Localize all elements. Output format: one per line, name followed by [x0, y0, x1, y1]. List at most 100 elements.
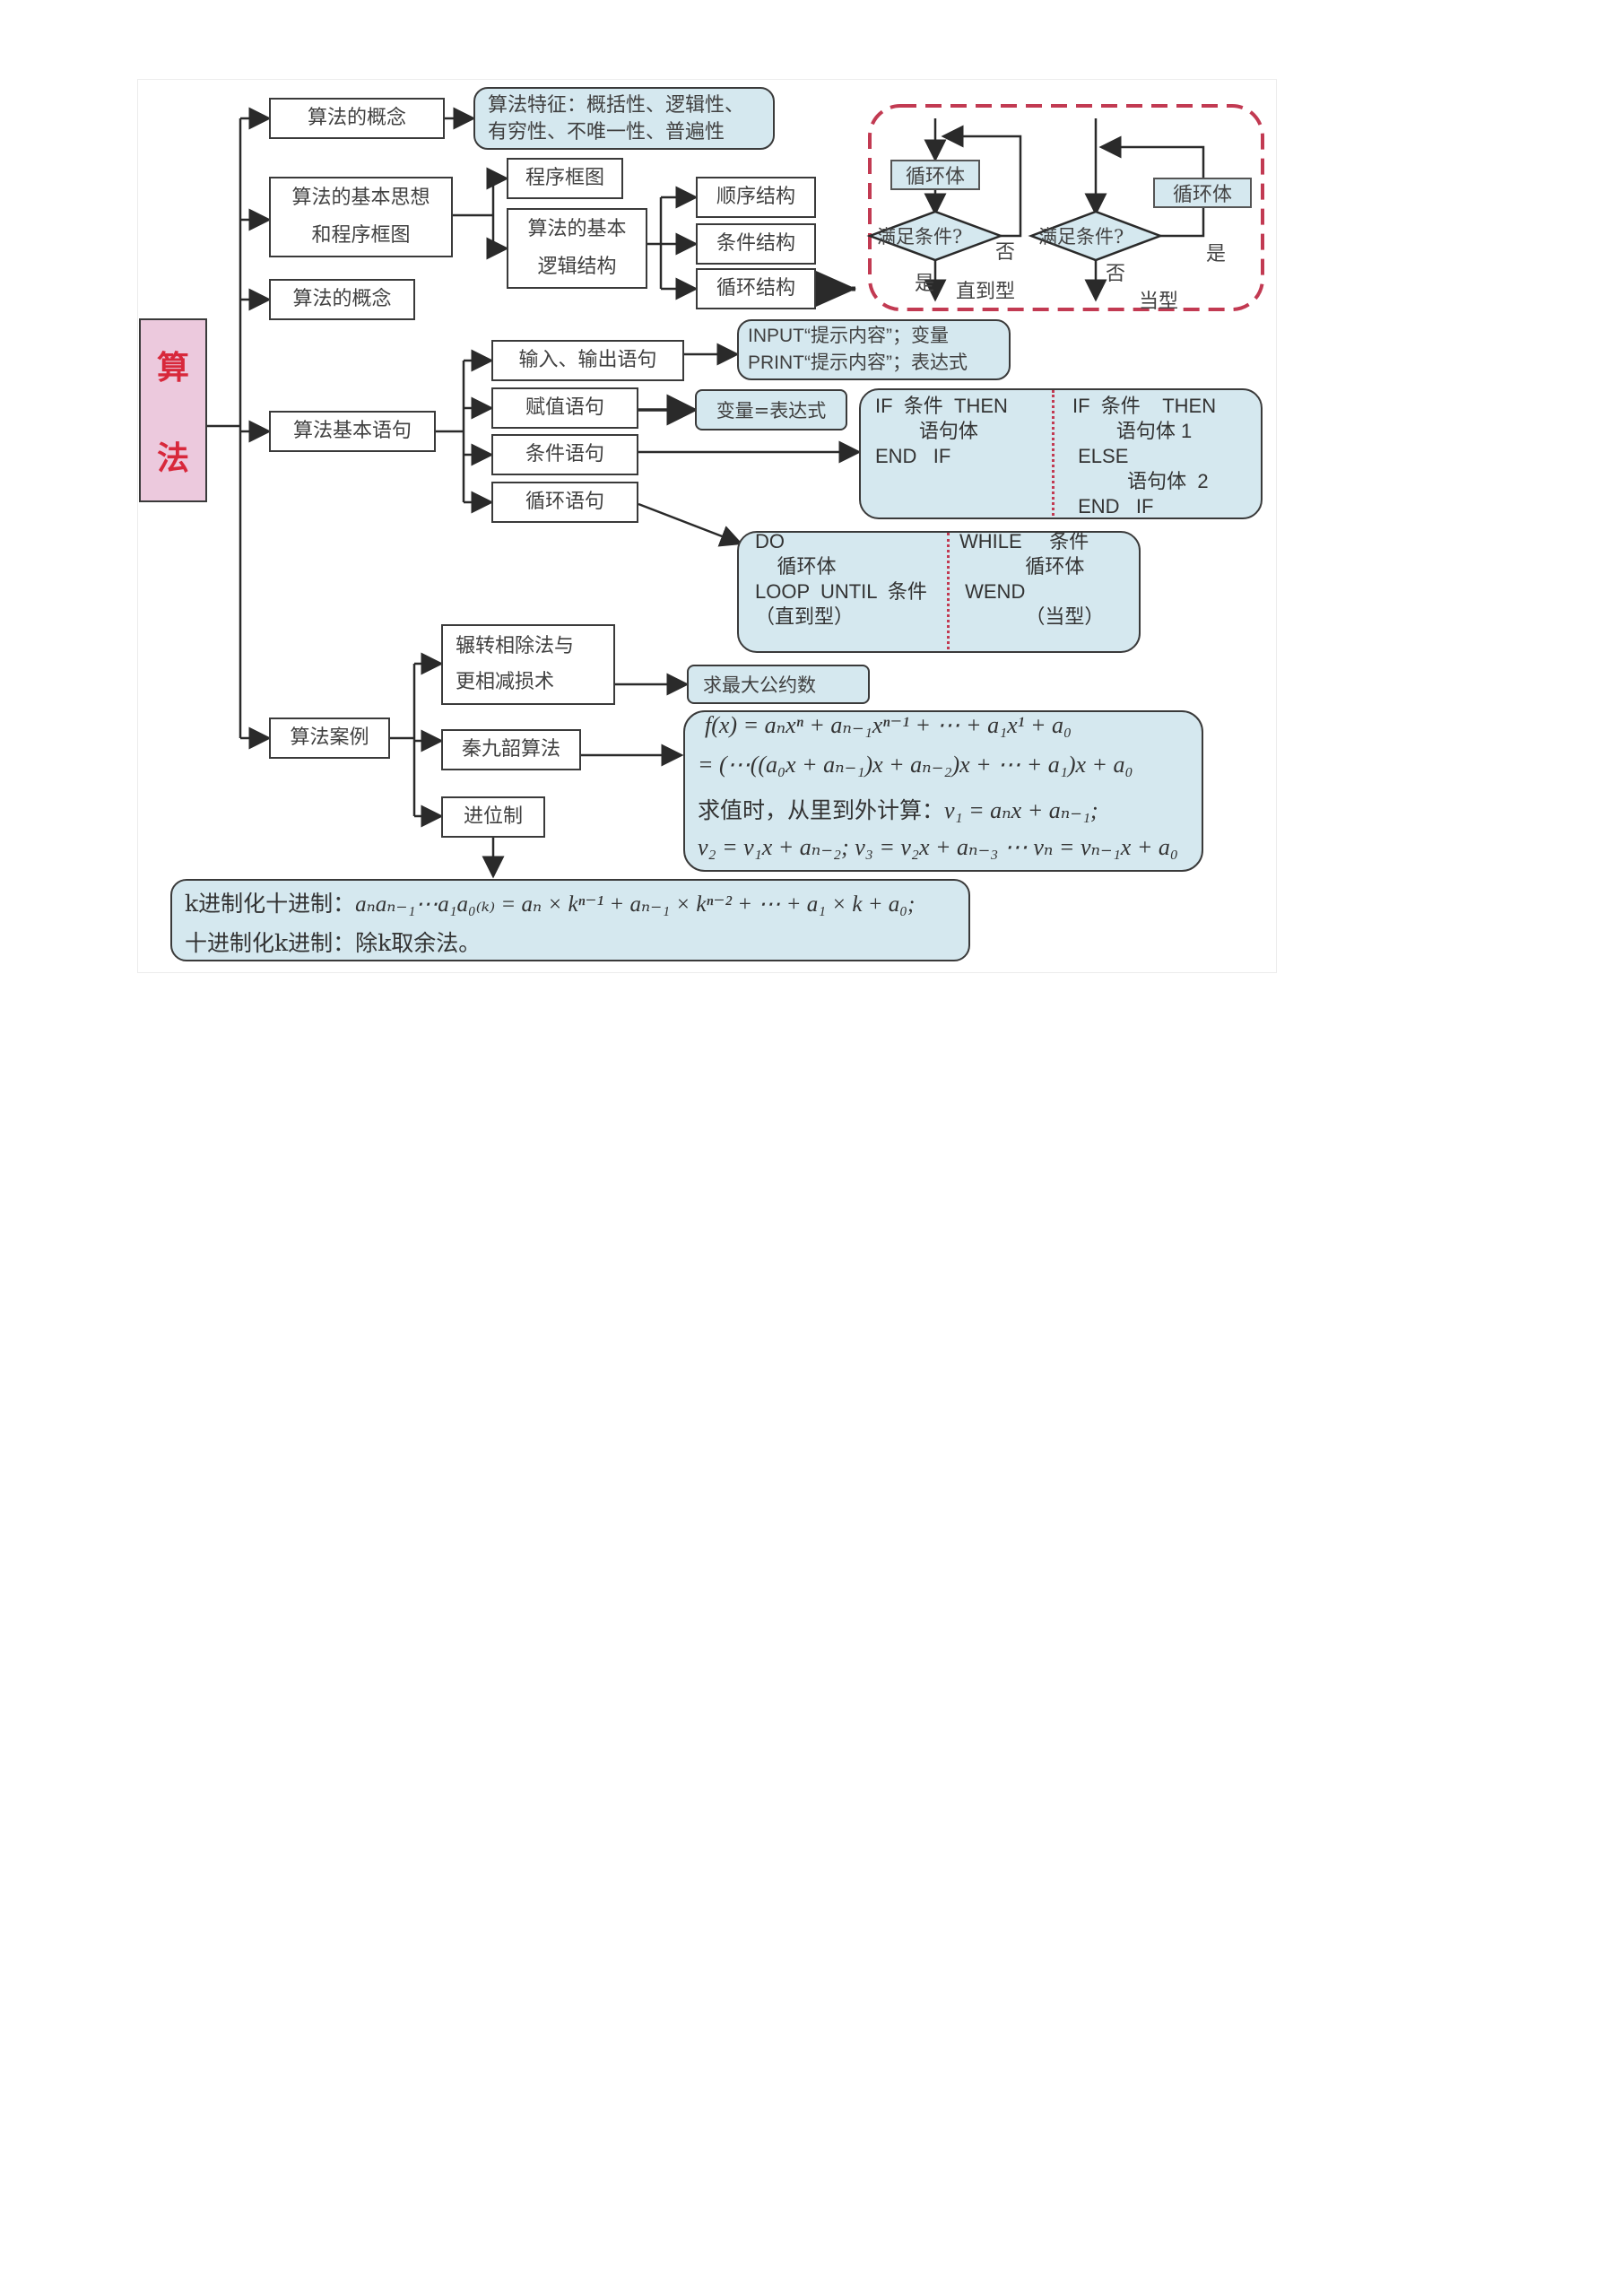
note-text: 求最大公约数	[703, 674, 816, 696]
note-line: INPUT“提示内容”；变量	[748, 326, 949, 346]
node-conditional-statement: 条件语句	[491, 434, 638, 475]
code-line: ELSE	[1072, 445, 1129, 467]
while-yes-label: 是	[1206, 243, 1227, 265]
node-base-conversion: 进位制	[441, 796, 545, 838]
qin-formula-line-4: v₂ = v₁x + aₙ₋₂; v₃ = v₂x + aₙ₋₃ ⋯ vₙ = …	[698, 834, 1178, 860]
while-no-label: 否	[1106, 263, 1126, 285]
code-line: 语句体	[875, 420, 978, 442]
node-label: 条件语句	[525, 443, 604, 466]
code-line: IF 条件 THEN	[875, 395, 1008, 417]
code-line: IF 条件 THEN	[1072, 395, 1217, 417]
until-loop-body: 循环体	[890, 160, 980, 190]
until-condition-diamond	[866, 210, 1004, 262]
node-algorithm-concept-2: 算法的概念	[269, 279, 415, 320]
node-label: 循环结构	[716, 277, 795, 300]
code-line: WEND	[959, 580, 1026, 603]
code-line: （直到型）	[755, 605, 855, 628]
node-sequential-structure: 顺序结构	[696, 177, 816, 218]
node-label: 算法基本语句	[292, 420, 412, 443]
code-line: 语句体 2	[1072, 470, 1209, 492]
if-syntax-simple: IF 条件 THEN 语句体 END IF	[875, 394, 1008, 469]
node-label: 循环语句	[525, 491, 604, 514]
node-label: 算法的基本思想	[291, 187, 430, 209]
note-base-conversion: k进制化十进制：aₙaₙ₋₁⋯a₁a₀₍ₖ₎ = aₙ × kⁿ⁻¹ + aₙ₋…	[170, 879, 970, 961]
node-basic-statements: 算法基本语句	[269, 411, 436, 452]
code-line: END IF	[875, 445, 951, 467]
note-line: 有穷性、不唯一性、普遍性	[488, 121, 725, 144]
node-label: 逻辑结构	[537, 256, 617, 278]
note-assignment-syntax: 变量=表达式	[695, 389, 847, 430]
while-caption: 当型	[1139, 291, 1179, 313]
note-line: 算法特征：概括性、逻辑性、	[488, 94, 745, 117]
note-algorithm-features: 算法特征：概括性、逻辑性、 有穷性、不唯一性、普遍性	[473, 87, 775, 150]
node-label: 辗转相除法与	[456, 635, 575, 657]
loop-diagram-dashed-box	[868, 104, 1264, 311]
qin-formula-line-3: 求值时，从里到外计算：v₁ = aₙx + aₙ₋₁;	[698, 793, 1098, 825]
node-label: 赋值语句	[525, 396, 604, 420]
code-line: （当型）	[959, 605, 1105, 628]
code-line: END IF	[1072, 495, 1154, 517]
node-assignment-statement: 赋值语句	[491, 387, 638, 429]
flow-label: 循环体	[1172, 184, 1232, 206]
node-label: 顺序结构	[716, 186, 795, 209]
note-line: PRINT“提示内容”；表达式	[748, 352, 968, 373]
while-condition-diamond	[1028, 210, 1164, 262]
base-conversion-text-2: 十进制化k进制：除k取余法。	[185, 930, 482, 956]
node-io-statement: 输入、输出语句	[491, 340, 684, 381]
node-loop-structure: 循环结构	[696, 268, 816, 309]
note-if-syntax: IF 条件 THEN 语句体 END IF IF 条件 THEN 语句体 1 EL…	[859, 388, 1263, 519]
code-line: WHILE 条件	[959, 530, 1089, 552]
if-syntax-divider	[1052, 390, 1055, 516]
connector-lines	[207, 104, 1264, 879]
note-qin-formula: f(x) = aₙxⁿ + aₙ₋₁xⁿ⁻¹ + ⋯ + a₁x¹ + a₀ =…	[683, 710, 1203, 872]
node-basic-thought: 算法的基本思想 和程序框图	[269, 177, 453, 257]
root-label-top: 算	[156, 349, 189, 387]
node-label: 算法案例	[290, 726, 369, 750]
qin-formula-line-2: = (⋯((a₀x + aₙ₋₁)x + aₙ₋₂)x + ⋯ + a₁)x +…	[698, 752, 1133, 778]
code-line: 语句体 1	[1072, 420, 1193, 442]
while-condition-label: 满足条件?	[1038, 226, 1124, 248]
node-basic-logic-structure: 算法的基本 逻辑结构	[507, 208, 647, 289]
note-io-syntax: INPUT“提示内容”；变量 PRINT“提示内容”；表达式	[737, 319, 1011, 380]
until-condition-label: 满足条件?	[877, 226, 963, 248]
base-conversion-line-1: k进制化十进制：aₙaₙ₋₁⋯a₁a₀₍ₖ₎ = aₙ × kⁿ⁻¹ + aₙ₋…	[185, 886, 915, 918]
base-conversion-line-2: 十进制化k进制：除k取余法。	[185, 926, 481, 958]
root-label-bottom: 法	[156, 439, 189, 477]
node-loop-statement: 循环语句	[491, 482, 638, 523]
qin-formula-text: 求值时，从里到外计算：	[698, 797, 945, 823]
node-flowchart: 程序框图	[507, 158, 623, 199]
until-yes-label: 是	[915, 273, 935, 295]
until-caption: 直到型	[956, 281, 1016, 303]
node-conditional-structure: 条件结构	[696, 223, 816, 265]
node-label: 程序框图	[525, 167, 604, 190]
flow-label: 循环体	[905, 166, 965, 188]
node-euclid-method: 辗转相除法与 更相减损术	[441, 624, 615, 705]
node-label: 条件结构	[716, 232, 795, 256]
node-label: 输入、输出语句	[518, 349, 657, 372]
code-line: 循环体	[959, 555, 1085, 578]
base-conversion-text: k进制化十进制：	[185, 891, 356, 917]
node-label: 算法的概念	[307, 107, 406, 130]
node-qin-jiushao: 秦九韶算法	[441, 729, 581, 770]
loop-syntax-divider	[947, 533, 950, 649]
node-label: 算法的概念	[292, 288, 392, 311]
node-label: 算法的基本	[527, 218, 627, 240]
node-label: 和程序框图	[311, 224, 411, 247]
code-line: LOOP UNTIL 条件	[755, 580, 927, 603]
if-syntax-else: IF 条件 THEN 语句体 1 ELSE 语句体 2 END IF	[1072, 394, 1216, 519]
root-node-algorithm: 算 法	[139, 318, 207, 502]
while-loop-body: 循环体	[1153, 178, 1252, 208]
note-gcd: 求最大公约数	[687, 665, 870, 704]
node-algorithm-concept: 算法的概念	[269, 98, 445, 139]
qin-formula-line-1: f(x) = aₙxⁿ + aₙ₋₁xⁿ⁻¹ + ⋯ + a₁x¹ + a₀	[705, 712, 1072, 738]
node-label: 更相减损术	[456, 671, 555, 693]
code-line: 循环体	[755, 555, 837, 578]
until-no-label: 否	[995, 241, 1016, 264]
base-conversion-math: aₙaₙ₋₁⋯a₁a₀₍ₖ₎ = aₙ × kⁿ⁻¹ + aₙ₋₁ × kⁿ⁻²…	[355, 892, 916, 917]
arrow-loop-note	[638, 502, 743, 547]
node-algorithm-cases: 算法案例	[269, 718, 390, 759]
loop-syntax-while: WHILE 条件 循环体 WEND （当型）	[959, 529, 1104, 630]
node-label: 秦九韶算法	[461, 738, 560, 761]
